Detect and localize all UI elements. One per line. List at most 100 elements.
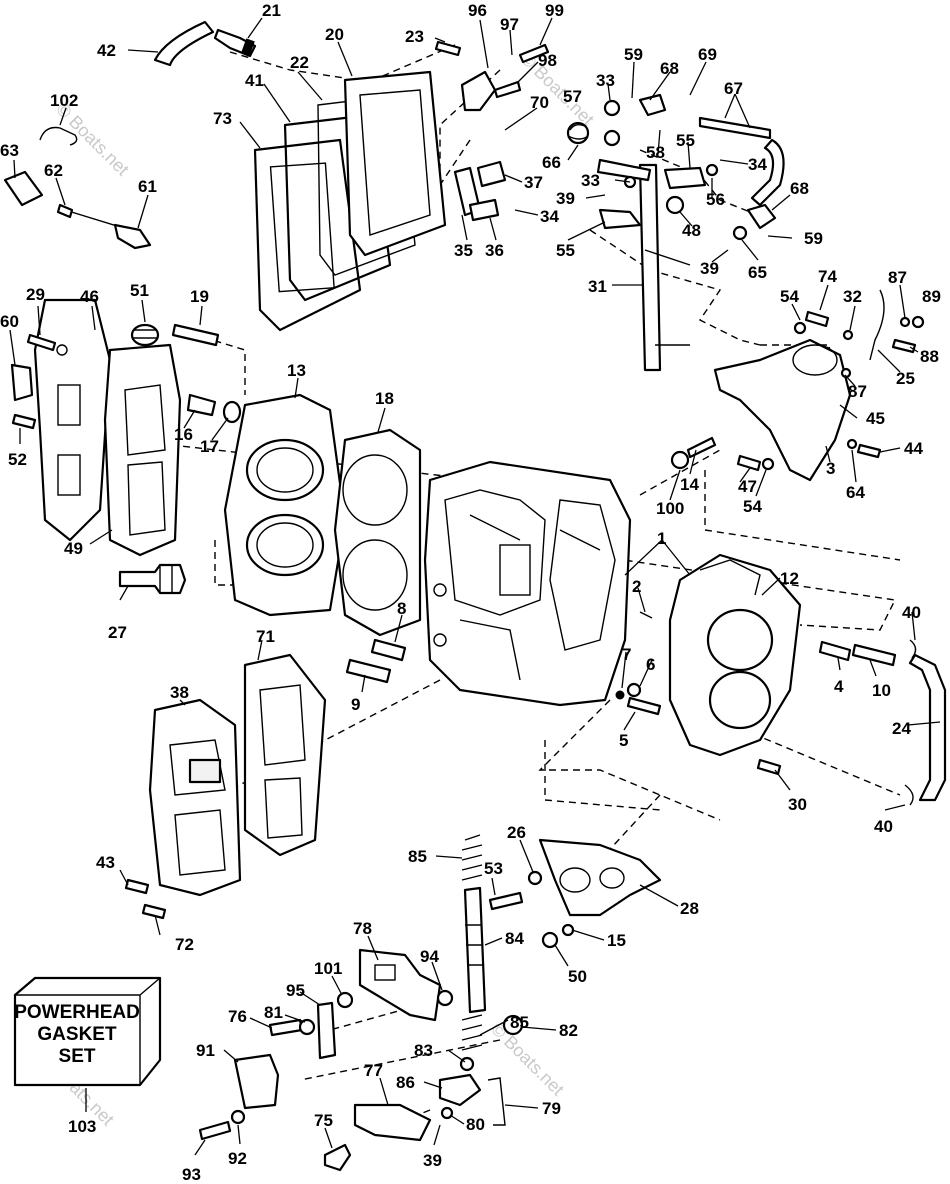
callout-label: 39 — [556, 189, 575, 208]
cover-20 — [343, 70, 447, 257]
callout-label: 85 — [408, 847, 427, 866]
callout-label: 3 — [826, 459, 835, 478]
bracket-28 — [538, 838, 662, 917]
callout-label: 53 — [484, 859, 503, 878]
callout-label: 54 — [743, 497, 762, 516]
callout-label: 74 — [818, 267, 837, 286]
callout-label: 86 — [396, 1073, 415, 1092]
callout-label: 103 — [68, 1117, 96, 1136]
callout-label: 43 — [96, 853, 115, 872]
callout-label: 80 — [466, 1115, 485, 1134]
connector-63 — [3, 170, 44, 207]
link-95 — [316, 1001, 337, 1060]
linkage-bracket-96 — [460, 70, 497, 112]
callout-label: 101 — [314, 959, 342, 978]
callout-label: 18 — [375, 389, 394, 408]
callout-label: 54 — [780, 287, 799, 306]
callout-label: 94 — [420, 947, 439, 966]
gasket-73 — [253, 138, 362, 332]
wire-62-61 — [56, 203, 152, 250]
callout-label: 77 — [364, 1061, 383, 1080]
callout-label: 62 — [44, 161, 63, 180]
leader-lines — [9, 17, 941, 1156]
callout-label: 16 — [174, 425, 193, 444]
callout-label: 56 — [706, 190, 725, 209]
callout-label: 73 — [213, 109, 232, 128]
callout-label: 81 — [264, 1003, 283, 1022]
clip-102 — [39, 126, 78, 146]
callout-label: 91 — [196, 1041, 215, 1060]
callout-label: 4 — [834, 677, 844, 696]
callout-label: 59 — [804, 229, 823, 248]
callout-label: 48 — [682, 221, 701, 240]
hose-42 — [153, 20, 215, 67]
parts-83-86-80-79-82 — [438, 1014, 524, 1126]
hose-24 — [908, 653, 947, 802]
callout-label: 92 — [228, 1149, 247, 1168]
spark-plug-27 — [118, 563, 187, 595]
callout-label: 12 — [780, 569, 799, 588]
callout-label: 93 — [182, 1165, 201, 1184]
bolt-53 — [488, 891, 524, 911]
intake-manifold-38 — [148, 698, 242, 897]
callout-label: 14 — [680, 475, 699, 494]
callout-label: 39 — [700, 259, 719, 278]
callout-label: 82 — [559, 1021, 578, 1040]
callout-label: 95 — [286, 981, 305, 1000]
gasket-set-line-3: SET — [59, 1046, 96, 1067]
callout-label: 88 — [920, 347, 939, 366]
dowel-4 — [818, 640, 852, 662]
spring-85-top — [461, 834, 483, 881]
callout-label: 96 — [468, 1, 487, 20]
crankcase-half-1 — [668, 553, 802, 757]
callout-label: 68 — [790, 179, 809, 198]
callout-label: 55 — [676, 131, 695, 150]
callout-label: 58 — [646, 143, 665, 162]
callout-label: 34 — [748, 155, 767, 174]
callout-label: 49 — [64, 539, 83, 558]
bracket-77 — [353, 1103, 432, 1142]
callout-label: 19 — [190, 287, 209, 306]
bolt-19 — [171, 323, 220, 347]
wire-25 — [869, 289, 885, 361]
callout-label: 38 — [170, 683, 189, 702]
callout-label: 75 — [314, 1111, 333, 1130]
callout-label: 37 — [524, 173, 543, 192]
callout-label: 40 — [902, 603, 921, 622]
callout-label: 33 — [581, 171, 600, 190]
callout-label: 30 — [788, 795, 807, 814]
callout-label: 64 — [846, 483, 865, 502]
callout-label: 63 — [0, 141, 19, 160]
callout-label: 59 — [624, 45, 643, 64]
callout-label: 87 — [848, 382, 867, 401]
callout-label: 84 — [505, 929, 524, 948]
callout-label: 100 — [656, 499, 684, 518]
callout-label: 61 — [138, 177, 157, 196]
callout-label: 97 — [500, 15, 519, 34]
callout-label: 50 — [568, 967, 587, 986]
callout-label: 87 — [888, 268, 907, 287]
callout-label: 102 — [50, 91, 78, 110]
callout-label: 15 — [607, 931, 626, 950]
screw-75 — [323, 1143, 352, 1172]
callout-label: 71 — [256, 627, 275, 646]
cylinder-block — [423, 460, 632, 707]
clamp-37 — [476, 160, 507, 188]
screw-99 — [518, 43, 550, 64]
callout-label: 85 — [510, 1013, 529, 1032]
callout-label: 26 — [507, 823, 526, 842]
cylinder-head-13 — [223, 393, 347, 617]
watermark-text: © Boats.net — [52, 99, 133, 180]
callout-label: 60 — [0, 312, 19, 331]
bracket-78 — [358, 948, 442, 1022]
callout-label: 89 — [922, 287, 941, 306]
gasket-set-line-2: GASKET — [37, 1024, 117, 1045]
fasteners-right — [670, 310, 925, 472]
spring-57 — [566, 121, 590, 145]
callout-label: 31 — [588, 277, 607, 296]
screw-23 — [434, 40, 462, 57]
nut-94-101 — [336, 989, 454, 1009]
callout-label: 83 — [414, 1041, 433, 1060]
